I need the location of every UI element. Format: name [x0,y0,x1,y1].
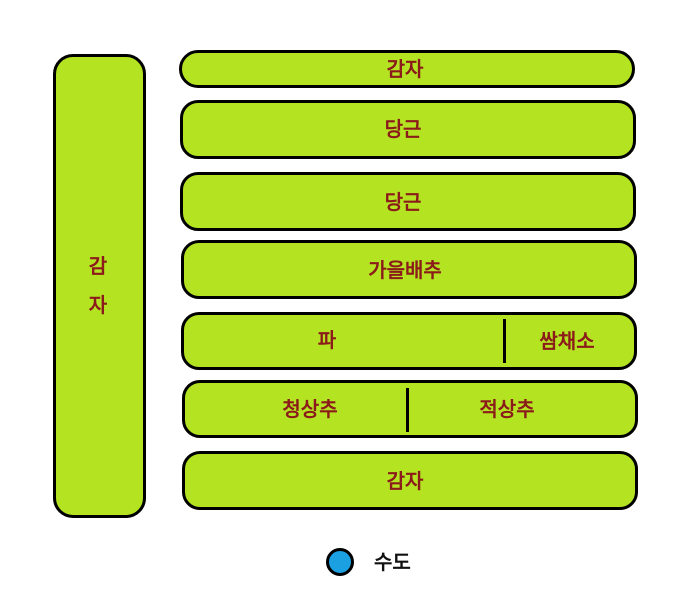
bed-row-4-divider [503,319,506,363]
bed-row-0-label: 감자 [386,57,424,81]
bed-row-5-divider [406,388,409,432]
legend-label: 수도 [374,550,411,574]
bed-row-6-label: 감자 [386,469,424,493]
bed-row-5 [182,380,638,438]
bed-row-2 [180,172,636,231]
bed-row-3 [181,240,637,299]
bed-row-5-right-label: 적상추 [479,397,535,421]
bed-row-4-right-label: 쌈채소 [539,329,595,353]
bed-row-1-label: 당근 [384,117,422,141]
bed-row-1 [180,100,636,159]
left-bed-label-top: 감 [88,254,108,278]
left-bed-label-bottom: 자 [88,293,108,317]
water-tap-icon [326,548,354,576]
left-bed-potato [53,54,146,518]
bed-row-0 [179,50,635,88]
bed-row-4-left-label: 파 [317,328,337,352]
bed-row-6 [182,451,638,510]
bed-row-4 [181,312,637,370]
bed-row-2-label: 당근 [384,190,422,214]
bed-row-3-label: 가을배추 [368,258,442,282]
bed-row-5-left-label: 청상추 [282,397,338,421]
